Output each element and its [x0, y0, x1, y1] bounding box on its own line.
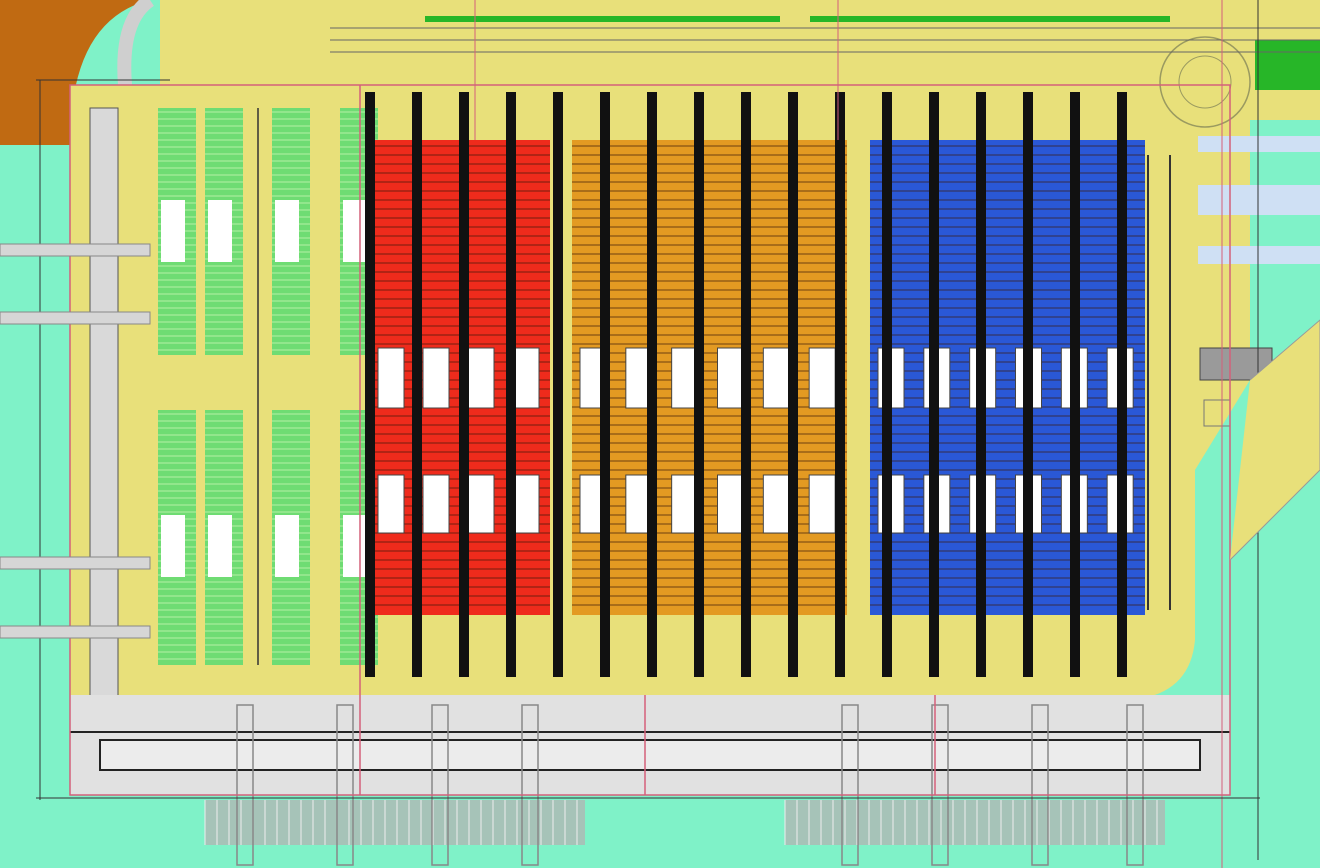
equipment-box [717, 347, 744, 409]
brown-corner-area [0, 0, 150, 145]
equipment-box [512, 474, 540, 534]
equipment-box [762, 347, 790, 409]
storage-block [572, 140, 847, 615]
property-boundary [69, 0, 1231, 868]
aisle-bar [1023, 92, 1033, 677]
access-stub [0, 243, 151, 257]
equipment-box [717, 474, 744, 534]
left-access-stubs [0, 243, 151, 639]
gray-parking-lot [785, 800, 1165, 845]
roundabout [1159, 36, 1251, 128]
bottom-parking [204, 704, 1165, 866]
gray-parking-lot [205, 800, 585, 845]
equipment-box [467, 474, 495, 534]
aisle-bar [882, 92, 892, 677]
equipment-box [377, 347, 405, 409]
right-box-2 [1198, 185, 1320, 215]
storage-block [870, 140, 1145, 615]
equipment-box [808, 347, 836, 409]
equipment-box [671, 474, 699, 534]
road-connector [431, 704, 449, 866]
top-road [330, 16, 1320, 53]
aisle-bar [741, 92, 751, 677]
aisle-bar [553, 92, 563, 677]
equipment-box [808, 474, 836, 534]
road-connector [1126, 704, 1144, 866]
equipment-box [512, 347, 540, 409]
road-connector [336, 704, 354, 866]
aisle-bar [365, 92, 375, 677]
road-connector [1031, 704, 1049, 866]
storage-blocks [365, 92, 1145, 677]
aisle-bar [412, 92, 422, 677]
dark-green-patch [1255, 40, 1320, 90]
aisle-bar [459, 92, 469, 677]
curved-road [117, 0, 155, 86]
label-box [161, 200, 185, 262]
aisle-bar [1117, 92, 1127, 677]
aisle-bar [929, 92, 939, 677]
label-box [275, 200, 299, 262]
label-box [208, 515, 232, 577]
aisle-bar [976, 92, 986, 677]
aisle-bar [1070, 92, 1080, 677]
equipment-box [422, 474, 450, 534]
diagonal-road [1229, 319, 1320, 561]
bottom-road-lane [99, 739, 1201, 771]
left-building [89, 107, 119, 699]
access-stub [0, 311, 151, 325]
equipment-box [762, 474, 790, 534]
roundabout-inner [1178, 55, 1232, 109]
label-box [275, 515, 299, 577]
label-box [161, 515, 185, 577]
road-connector [931, 704, 949, 866]
equipment-box [671, 347, 699, 409]
label-box [343, 515, 367, 577]
equipment-box [422, 347, 450, 409]
aisle-bar [647, 92, 657, 677]
aisle-bar [788, 92, 798, 677]
right-box-3 [1198, 246, 1320, 264]
access-stub [0, 625, 151, 639]
label-box [343, 200, 367, 262]
equipment-box [377, 474, 405, 534]
equipment-box [467, 347, 495, 409]
aisle-bar [506, 92, 516, 677]
aisle-bar [835, 92, 845, 677]
label-box [208, 200, 232, 262]
road-connector [841, 704, 859, 866]
aisle-bar [600, 92, 610, 677]
road-connector [521, 704, 539, 866]
road-connector [236, 704, 254, 866]
access-stub [0, 556, 151, 570]
right-box-1 [1198, 136, 1320, 152]
aisle-bar [694, 92, 704, 677]
